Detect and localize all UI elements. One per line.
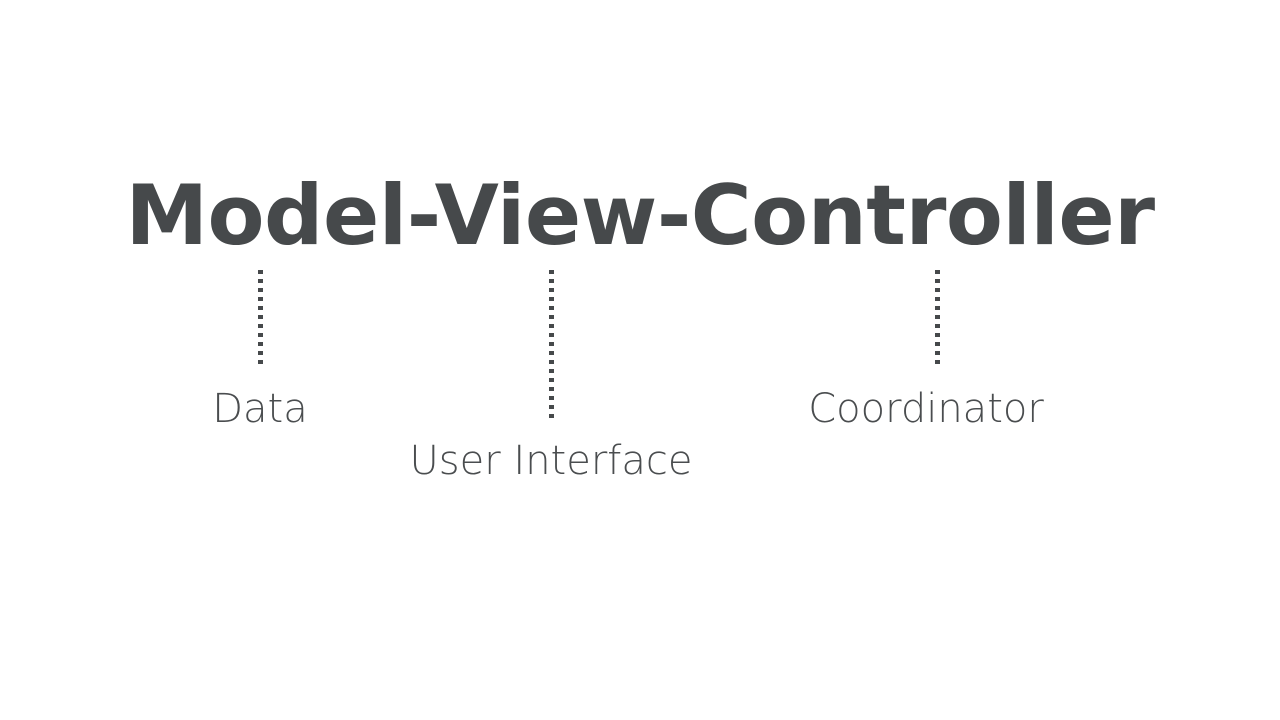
dotted-connector-model [258, 270, 263, 366]
dotted-connector-view [549, 270, 554, 420]
page-title: Model-View-Controller [125, 167, 1155, 264]
dotted-connector-controller [935, 270, 940, 366]
label-controller-coordinator: Coordinator [808, 386, 1044, 432]
label-model-data: Data [212, 386, 308, 432]
label-view-user-interface: User Interface [409, 438, 693, 484]
